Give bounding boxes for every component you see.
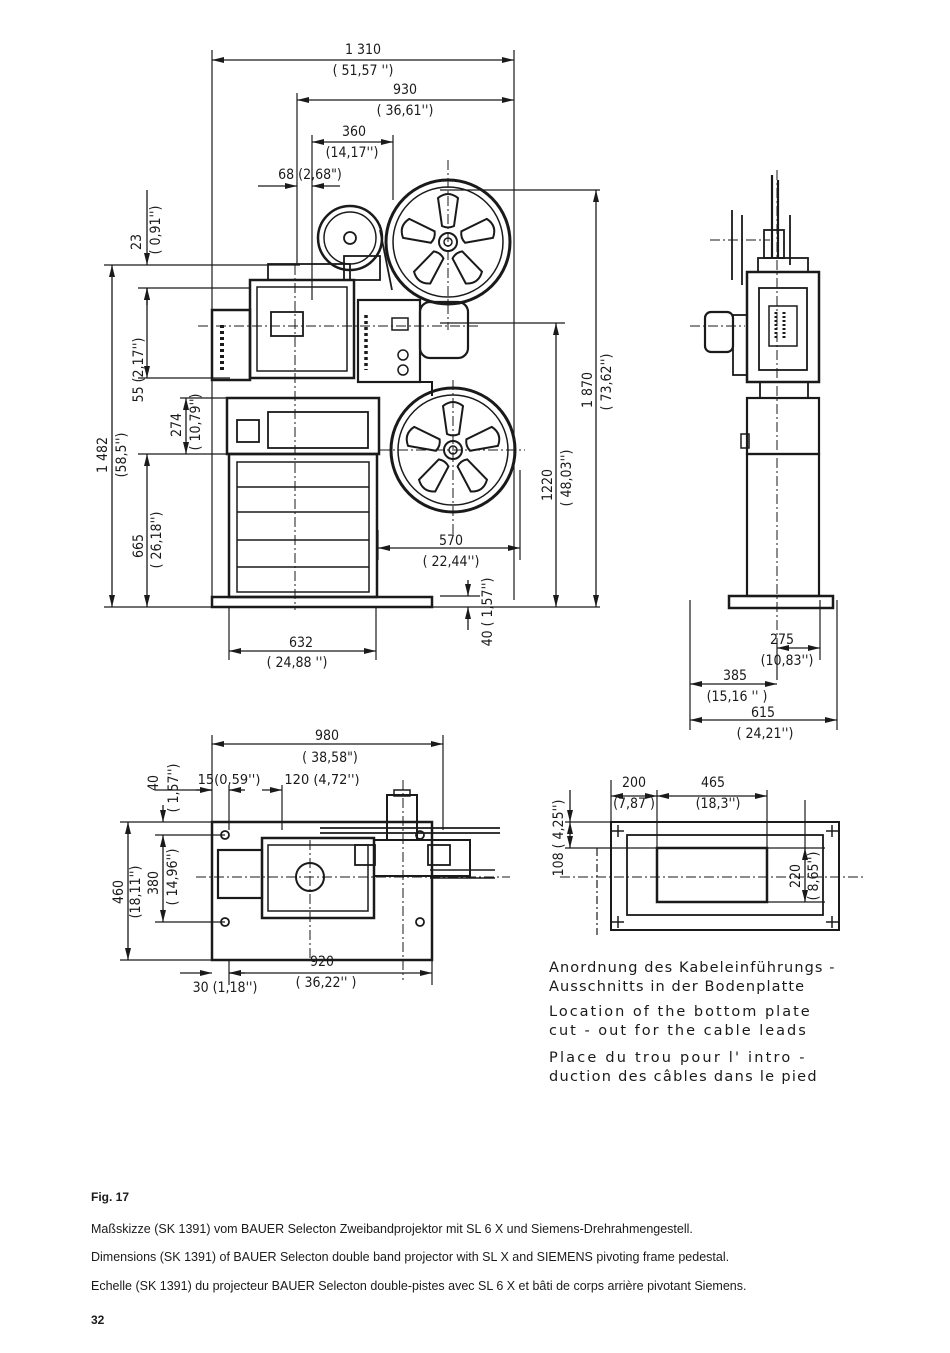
dim-23: 23 — [129, 234, 145, 250]
dim-380-inch: ( 14,96'') — [165, 849, 181, 906]
dim-1310-inch: ( 51,57 '') — [333, 63, 394, 79]
dim-360: 360 — [342, 124, 366, 140]
dim-23-inch: ( 0,91'') — [148, 206, 164, 255]
dim-200-inch: (7,87 ) — [613, 796, 655, 812]
bottom-plate-view — [560, 780, 865, 935]
dim-108: 108 ( 4,25'') — [551, 800, 567, 877]
dim-380: 380 — [146, 871, 162, 895]
note-english: Location of the bottom plate cut - out f… — [549, 1003, 849, 1041]
note-de-line-1: Anordnung des Kabeleinführungs - — [549, 960, 836, 976]
note-fr-line-1: Place du trou pour l' intro - — [549, 1050, 807, 1066]
dim-980: 980 — [315, 728, 339, 744]
dim-665-inch: ( 26,18'') — [149, 512, 165, 569]
dim-40-top: 40 — [146, 775, 162, 791]
top-view — [120, 735, 510, 985]
note-en-line-2: cut - out for the cable leads — [549, 1023, 808, 1039]
dim-275-inch: (10,83'') — [761, 653, 814, 669]
dim-15: 15(0,59'') — [198, 773, 261, 788]
dim-465-inch: (18,3'') — [696, 796, 741, 812]
note-fr-line-2: duction des câbles dans le pied — [549, 1069, 818, 1085]
dim-930-inch: ( 36,61'') — [377, 103, 434, 119]
dim-930: 930 — [393, 82, 417, 98]
dim-1482-inch: (58,5'') — [114, 433, 130, 478]
front-view — [104, 50, 600, 660]
dim-632: 632 — [289, 635, 313, 651]
side-view — [689, 170, 838, 730]
dim-30: 30 (1,18'') — [193, 980, 258, 996]
caption-english: Dimensions (SK 1391) of BAUER Selecton d… — [91, 1250, 730, 1264]
dim-40-top-inch: ( 1,57'') — [166, 764, 182, 813]
dim-1220-inch: ( 48,03'') — [559, 450, 575, 507]
dim-665: 665 — [131, 534, 147, 558]
dim-570: 570 — [439, 533, 463, 549]
page-number: 32 — [91, 1313, 105, 1327]
dim-1870-inch: ( 73,62'') — [599, 354, 615, 411]
note-german: Anordnung des Kabeleinführungs - Ausschn… — [549, 959, 849, 997]
dim-1482: 1 482 — [95, 437, 111, 473]
dim-68: 68 (2,68") — [278, 167, 342, 183]
dim-460: 460 — [111, 880, 127, 904]
dim-460-inch: (18,11'') — [128, 866, 144, 919]
caption-french: Echelle (SK 1391) du projecteur BAUER Se… — [91, 1279, 747, 1293]
dim-360-inch: (14,17'') — [326, 145, 379, 161]
dim-1870: 1 870 — [580, 372, 596, 408]
dim-275: 275 — [770, 632, 794, 648]
dim-220: 220 — [788, 864, 804, 888]
dim-120: 120 (4,72'') — [284, 773, 359, 788]
dim-220-inch: ( 8,65'') — [806, 852, 822, 901]
dim-632-inch: ( 24,88 '') — [267, 655, 328, 671]
dim-200: 200 — [622, 775, 646, 791]
dim-570-inch: ( 22,44'') — [423, 554, 480, 570]
dim-465: 465 — [701, 775, 725, 791]
caption-german: Maßskizze (SK 1391) vom BAUER Selecton Z… — [91, 1222, 693, 1236]
dim-40: 40 ( 1,57'') — [480, 578, 496, 647]
dim-615-inch: ( 24,21'') — [737, 726, 794, 742]
figure-label: Fig. 17 — [91, 1190, 130, 1204]
dim-1310: 1 310 — [345, 42, 381, 58]
dim-920-inch: ( 36,22'' ) — [296, 975, 357, 991]
dim-385-inch: (15,16 '' ) — [707, 689, 768, 705]
dim-920: 920 — [310, 954, 334, 970]
note-french: Place du trou pour l' intro - duction de… — [549, 1049, 849, 1087]
dim-385: 385 — [723, 668, 747, 684]
dim-980-inch: ( 38,58") — [302, 750, 358, 766]
dim-274-inch: ( 10,79'') — [188, 394, 204, 451]
note-de-line-2: Ausschnitts in der Bodenplatte — [549, 979, 806, 995]
dim-615: 615 — [751, 705, 775, 721]
dim-55: 55 (2,17'') — [131, 338, 147, 403]
dim-1220: 1220 — [540, 469, 556, 501]
dim-274: 274 — [169, 413, 185, 437]
note-en-line-1: Location of the bottom plate — [549, 1004, 812, 1020]
